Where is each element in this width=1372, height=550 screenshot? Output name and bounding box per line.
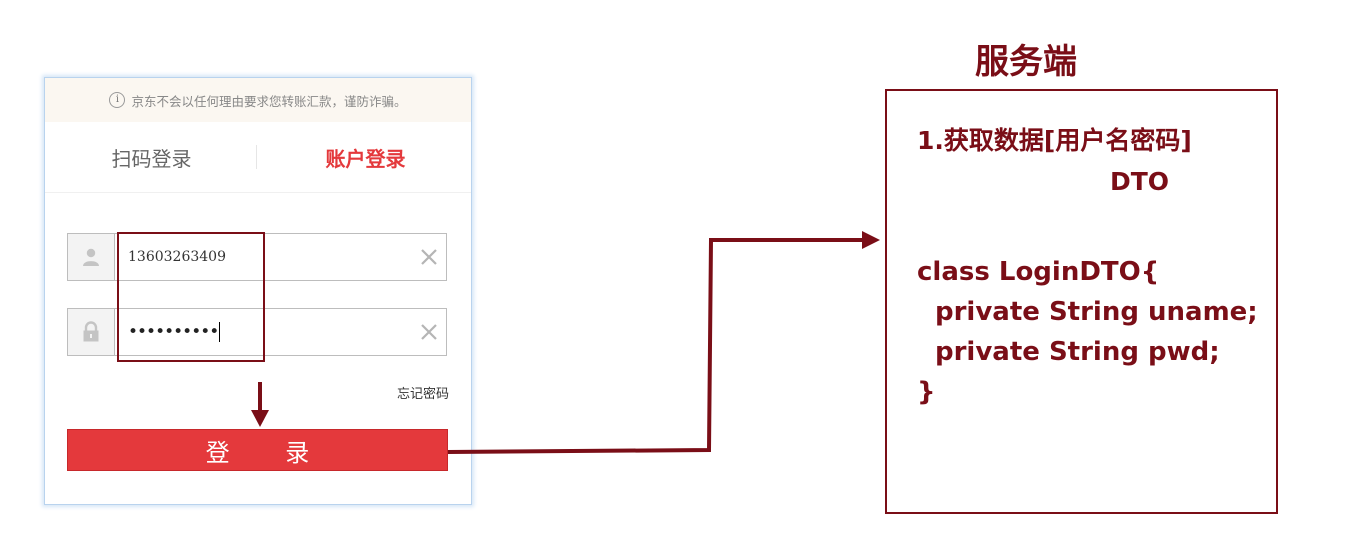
tab-divider (256, 145, 257, 169)
code-line: class LoginDTO{ (917, 257, 1160, 287)
code-line: } (917, 377, 936, 407)
user-icon (68, 234, 115, 280)
code-line: private String uname; (935, 297, 1258, 327)
server-box: 1.获取数据[用户名密码] DTO class LoginDTO{ privat… (885, 89, 1278, 514)
step-text: 1.获取数据[用户名密码] (917, 126, 1192, 155)
username-input[interactable]: 13603263409 (128, 249, 226, 265)
clear-password-icon[interactable] (418, 321, 440, 343)
tab-qr-login[interactable]: 扫码登录 (111, 146, 192, 171)
fraud-notice: i 京东不会以任何理由要求您转账汇款，谨防诈骗。 (45, 78, 471, 122)
dto-label: DTO (1110, 167, 1170, 196)
notice-text: 京东不会以任何理由要求您转账汇款，谨防诈骗。 (131, 93, 407, 109)
login-button[interactable]: 登 录 (67, 429, 448, 471)
username-field[interactable]: 13603263409 (67, 233, 447, 281)
lock-icon (68, 309, 115, 355)
login-tabs: 扫码登录 账户登录 (45, 122, 471, 193)
clear-username-icon[interactable] (418, 246, 440, 268)
down-arrow (251, 382, 269, 427)
connector-arrow (447, 231, 880, 454)
password-input[interactable]: •••••••••• (128, 309, 221, 355)
login-panel: i 京东不会以任何理由要求您转账汇款，谨防诈骗。 扫码登录 账户登录 13603… (44, 77, 472, 505)
info-icon: i (109, 92, 126, 108)
credentials-highlight-box (117, 232, 265, 362)
server-title: 服务端 (975, 42, 1077, 82)
forgot-password-link[interactable]: 忘记密码 (396, 387, 449, 402)
password-mask: •••••••••• (128, 322, 219, 342)
password-field[interactable]: •••••••••• (67, 308, 447, 356)
tab-account-login[interactable]: 账户登录 (325, 146, 406, 171)
text-caret (219, 322, 221, 342)
code-line: private String pwd; (935, 337, 1220, 367)
